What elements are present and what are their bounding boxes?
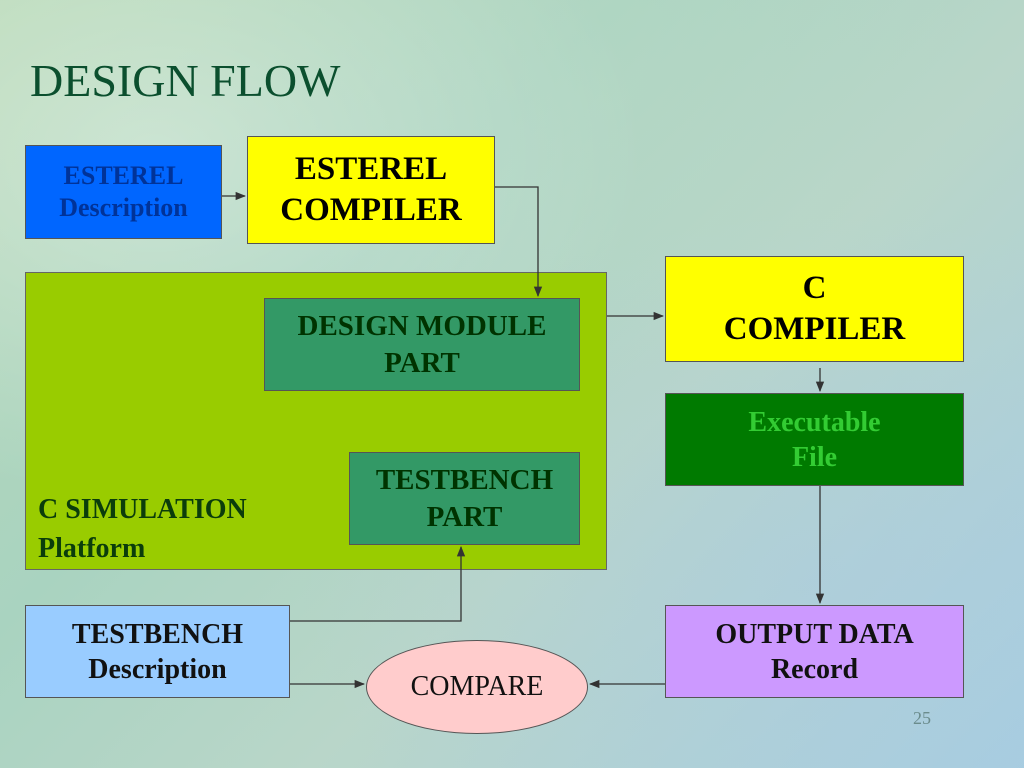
node-c-simulation-label: C SIMULATION Platform	[38, 490, 247, 568]
page-number: 25	[913, 708, 931, 728]
node-testbench-description-line-2: Description	[88, 653, 227, 685]
node-executable-file-line-2: File	[791, 441, 838, 473]
node-esterel-compiler: ESTEREL COMPILER	[247, 136, 495, 244]
node-output-data-line-2: Record	[770, 653, 859, 685]
node-testbench-part: TESTBENCH PART	[349, 452, 580, 545]
slide-title: DESIGN FLOW	[30, 55, 341, 106]
node-output-data-record: OUTPUT DATA Record	[665, 605, 964, 698]
node-esterel-description-line-2: Description	[59, 193, 188, 222]
node-output-data-line-1: OUTPUT DATA	[715, 618, 914, 650]
node-c-simulation-line-1: C SIMULATION	[38, 494, 247, 525]
node-c-compiler-line-2: COMPILER	[723, 311, 906, 347]
node-testbench-part-line-1: TESTBENCH	[375, 464, 554, 497]
node-c-simulation-line-2: Platform	[38, 533, 146, 565]
node-c-compiler: C COMPILER	[665, 256, 964, 362]
node-design-module-part: DESIGN MODULE PART	[264, 298, 580, 391]
node-testbench-part-line-2: PART	[426, 500, 503, 533]
node-esterel-compiler-line-2: COMPILER	[280, 192, 462, 228]
node-esterel-description: ESTEREL Description	[25, 145, 222, 239]
node-esterel-description-line-1: ESTEREL	[63, 160, 184, 190]
node-design-module-line-1: DESIGN MODULE	[297, 310, 547, 343]
node-testbench-description: TESTBENCH Description	[25, 605, 290, 698]
node-esterel-compiler-line-1: ESTEREL	[294, 150, 448, 187]
node-compare: COMPARE	[366, 640, 588, 734]
node-testbench-description-line-1: TESTBENCH	[71, 618, 244, 650]
node-executable-file-line-1: Executable	[748, 406, 881, 438]
node-executable-file: Executable File	[665, 393, 964, 486]
node-design-module-line-2: PART	[384, 346, 460, 379]
node-c-compiler-line-1: C	[802, 269, 827, 306]
